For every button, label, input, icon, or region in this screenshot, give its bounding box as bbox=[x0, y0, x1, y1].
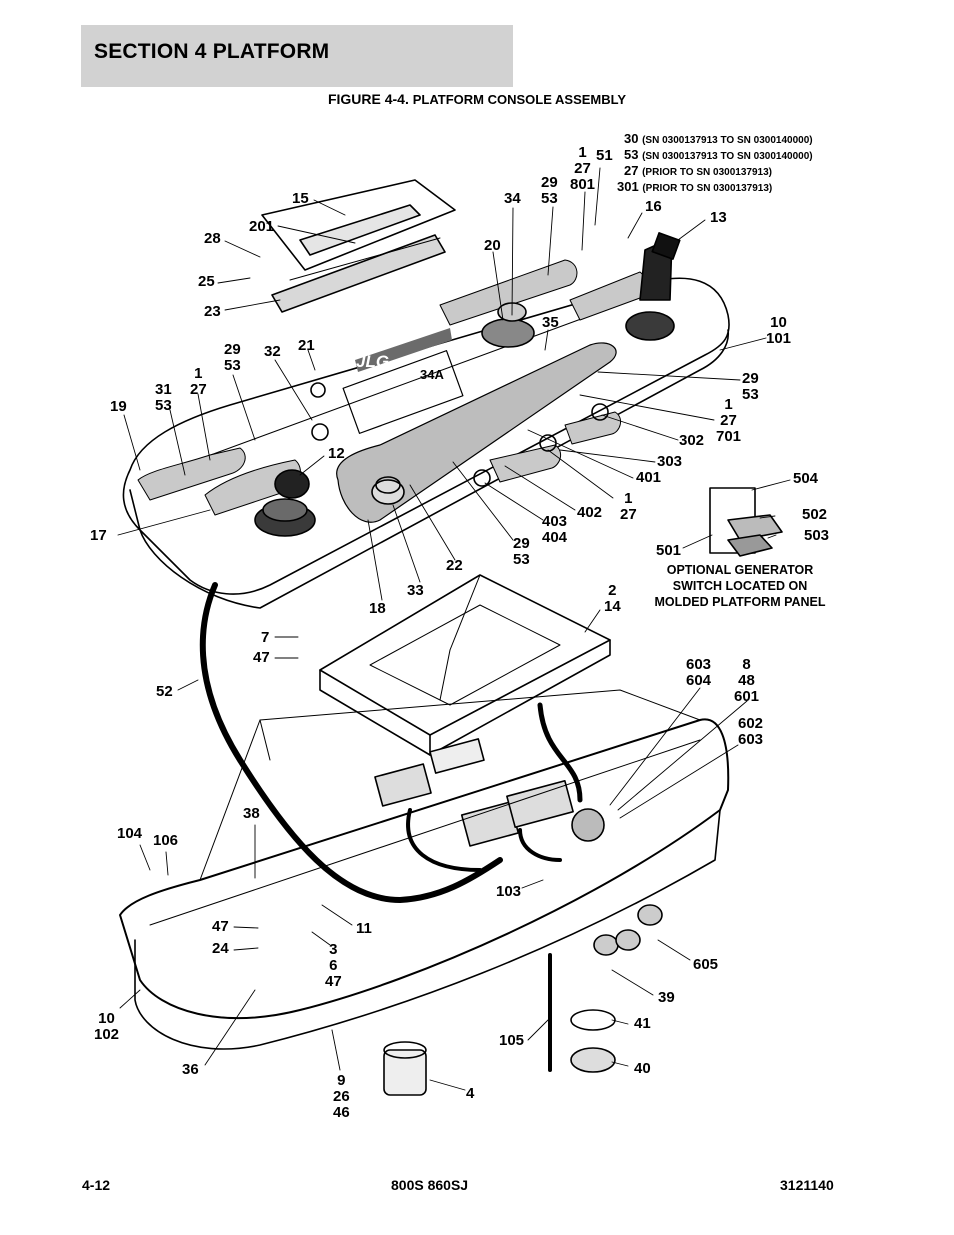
callout: 402 bbox=[577, 504, 603, 521]
callout: 29 53 bbox=[224, 341, 241, 374]
page-number: 4-12 bbox=[82, 1177, 111, 1193]
knob bbox=[371, 476, 405, 505]
callout: 403 404 bbox=[542, 513, 568, 546]
callout: 1 27 bbox=[620, 490, 637, 523]
callout: 36 bbox=[182, 1061, 199, 1078]
callout: 104 bbox=[117, 825, 143, 842]
callout: 605 bbox=[693, 956, 719, 973]
callout: 106 bbox=[153, 832, 179, 849]
section-header-band bbox=[81, 25, 513, 87]
callout: 602 603 bbox=[738, 715, 764, 748]
placard-label: 34A bbox=[420, 367, 444, 382]
joystick-left bbox=[254, 469, 316, 537]
callout: 34 bbox=[504, 190, 521, 207]
callout: 18 bbox=[369, 600, 386, 617]
callout: 29 53 bbox=[742, 370, 759, 403]
callout: 29 53 bbox=[541, 174, 558, 207]
note-301: 301 (PRIOR TO SN 0300137913) bbox=[617, 179, 773, 194]
callout: 19 bbox=[110, 398, 127, 415]
callout: 501 bbox=[656, 542, 682, 559]
callout: 25 bbox=[198, 273, 215, 290]
callout: 35 bbox=[542, 314, 559, 331]
callout: 52 bbox=[156, 683, 173, 700]
callout: 29 53 bbox=[513, 535, 530, 568]
callout: 17 bbox=[90, 527, 107, 544]
callout: 7 bbox=[261, 629, 270, 646]
model-number: 800S 860SJ bbox=[391, 1177, 469, 1193]
callout: 2 14 bbox=[604, 582, 621, 615]
callout: 15 bbox=[292, 190, 309, 207]
callout: 21 bbox=[298, 337, 315, 354]
callout: 1 27 bbox=[190, 365, 207, 398]
callout: 22 bbox=[446, 557, 463, 574]
section-title: SECTION 4 PLATFORM bbox=[94, 40, 330, 63]
callout: 23 bbox=[204, 303, 221, 320]
callout: 47 bbox=[253, 649, 270, 666]
callout: 201 bbox=[249, 218, 275, 235]
callout: 4 bbox=[466, 1085, 475, 1102]
callout: 20 bbox=[484, 237, 501, 254]
connector bbox=[374, 763, 432, 807]
wire-harness bbox=[199, 582, 503, 903]
callout: 31 53 bbox=[155, 381, 172, 414]
optional-generator-note: OPTIONAL GENERATOR SWITCH LOCATED ON MOL… bbox=[654, 563, 826, 609]
joystick-right bbox=[625, 232, 681, 341]
callout: 8 48 601 bbox=[734, 656, 760, 705]
callout: 38 bbox=[243, 805, 260, 822]
callout: 47 bbox=[212, 918, 229, 935]
lower-platform-box bbox=[119, 689, 730, 1050]
callout: 502 bbox=[802, 506, 828, 523]
callout: 603 604 bbox=[686, 656, 712, 689]
callout: 41 bbox=[634, 1015, 651, 1032]
callout: 9 26 46 bbox=[333, 1072, 350, 1121]
callout: 24 bbox=[212, 940, 229, 957]
callout: 401 bbox=[636, 469, 662, 486]
callout: 303 bbox=[657, 453, 683, 470]
figure-title: FIGURE 4-4. PLATFORM CONSOLE ASSEMBLY bbox=[0, 91, 954, 107]
callout: 13 bbox=[710, 209, 727, 226]
callout: 105 bbox=[499, 1032, 525, 1049]
callout: 28 bbox=[204, 230, 221, 247]
console-cover bbox=[122, 259, 730, 609]
console-bracket bbox=[319, 574, 611, 756]
generator-switch bbox=[709, 487, 783, 557]
callout: 504 bbox=[793, 470, 819, 487]
document-number: 3121140 bbox=[780, 1177, 834, 1193]
callout: 1 27 801 bbox=[570, 144, 596, 193]
callout: 16 bbox=[645, 198, 662, 215]
jlg-logo: JLG bbox=[356, 352, 390, 371]
note-27: 27 (PRIOR TO SN 0300137913) bbox=[624, 163, 772, 178]
figure-caption: PLATFORM CONSOLE ASSEMBLY bbox=[412, 92, 627, 107]
callout: 302 bbox=[679, 432, 705, 449]
callout: 12 bbox=[328, 445, 345, 462]
callout: 39 bbox=[658, 989, 675, 1006]
callout: 40 bbox=[634, 1060, 651, 1077]
callout: 10 102 bbox=[94, 1010, 120, 1043]
callout: 103 bbox=[496, 883, 522, 900]
callout: 33 bbox=[407, 582, 424, 599]
callout: 1 27 701 bbox=[716, 396, 742, 445]
note-30: 30 (SN 0300137913 TO SN 0300140000) bbox=[624, 131, 813, 146]
figure-number: FIGURE 4-4. bbox=[327, 91, 409, 107]
callout: 503 bbox=[804, 527, 830, 544]
callout: 32 bbox=[264, 343, 281, 360]
display-panel bbox=[261, 179, 456, 313]
callout: 51 bbox=[596, 147, 613, 164]
callout: 11 bbox=[356, 920, 372, 937]
callout: 10 101 bbox=[766, 314, 792, 347]
generator-part bbox=[383, 1041, 427, 1096]
callout: 3 6 47 bbox=[325, 941, 342, 990]
note-53: 53 (SN 0300137913 TO SN 0300140000) bbox=[624, 147, 813, 162]
